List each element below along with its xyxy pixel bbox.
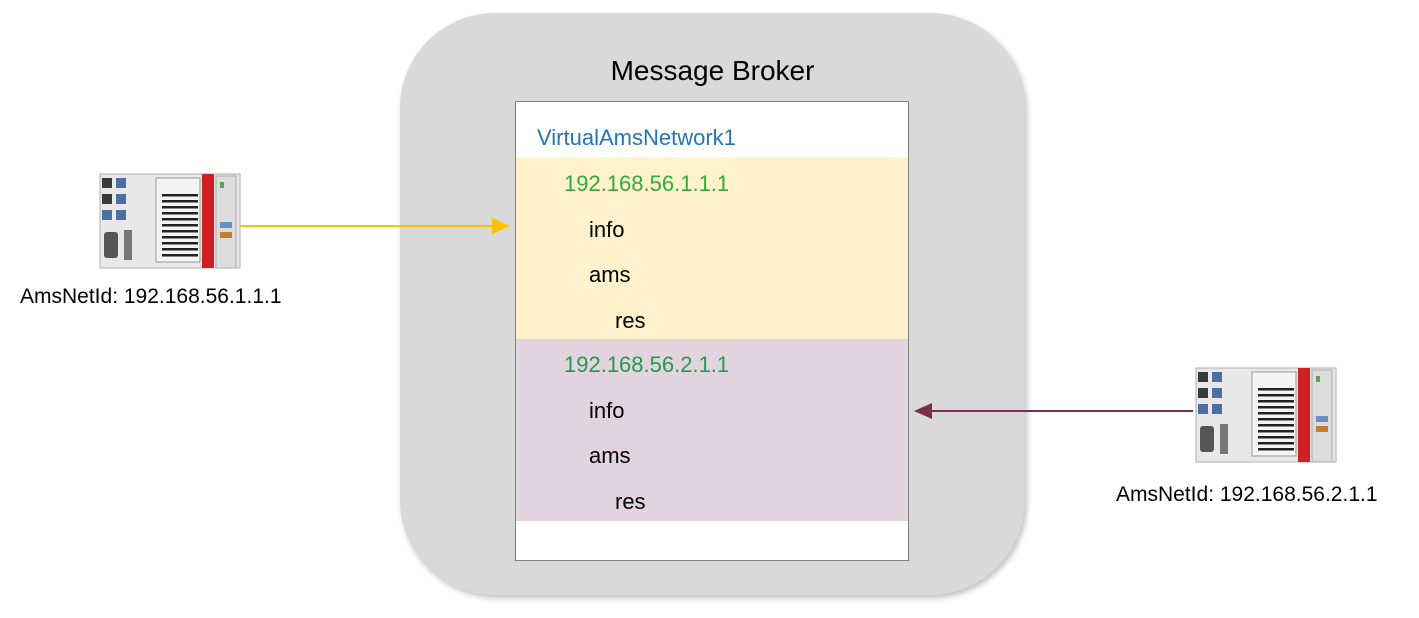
topic-info: info (589, 217, 625, 242)
topic-res: res (615, 489, 646, 514)
right-device-caption: AmsNetId: 192.168.56.2.1.1 (1116, 483, 1378, 506)
device-address: 192.168.56.1.1.1 (564, 171, 730, 196)
publish-arrowhead (492, 218, 510, 234)
plc-device-icon (1194, 366, 1339, 466)
device-topic-group-2: 192.168.56.2.1.1 info ams res (516, 339, 908, 521)
topic-ams: ams (589, 443, 631, 468)
device-topic-group-1: 192.168.56.1.1.1 info ams res (516, 157, 908, 339)
network-name: VirtualAmsNetwork1 (537, 125, 736, 150)
topic-ams: ams (589, 262, 631, 287)
plc-device-icon (98, 172, 243, 272)
topic-tree-panel: VirtualAmsNetwork1 192.168.56.1.1.1 info… (515, 101, 909, 561)
topic-res: res (615, 308, 646, 333)
left-device-caption: AmsNetId: 192.168.56.1.1.1 (20, 285, 282, 308)
subscribe-arrowhead (914, 403, 932, 419)
device-address: 192.168.56.2.1.1 (564, 352, 730, 377)
broker-title: Message Broker (610, 55, 815, 86)
topic-info: info (589, 398, 625, 423)
